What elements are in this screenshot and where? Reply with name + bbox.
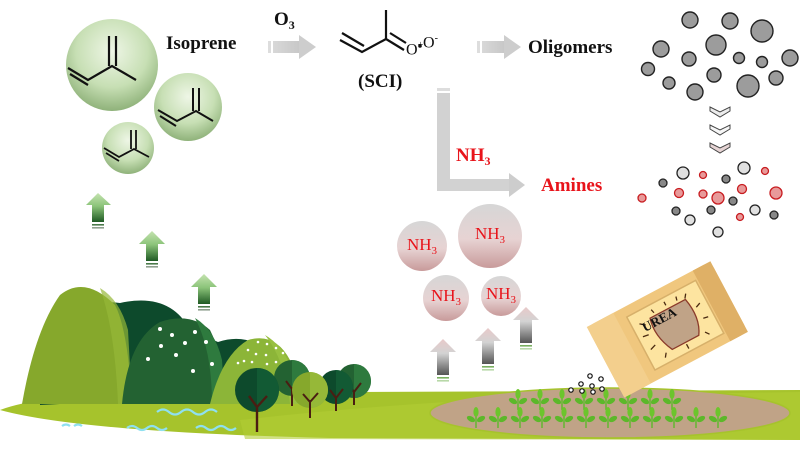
nh3-bubble-subscript: 3 bbox=[455, 296, 462, 308]
crop-plant bbox=[708, 407, 728, 428]
crop-plant bbox=[598, 407, 618, 428]
crop-plant bbox=[576, 407, 596, 428]
nh3-bubble-subscript: 3 bbox=[499, 234, 506, 246]
nh3-bubble-label-3: NH3 bbox=[422, 286, 470, 308]
isoprene-molecule-medium bbox=[154, 73, 222, 141]
sci-oxygen-negative: O bbox=[423, 34, 435, 52]
sci-minus-charge: - bbox=[434, 33, 438, 44]
nh3-subscript: 3 bbox=[484, 154, 491, 168]
ozone-label: O3 bbox=[274, 9, 295, 33]
chevron-down-icons bbox=[709, 106, 731, 154]
nh3-bubble-text: NH bbox=[406, 235, 432, 254]
arrow-isoprene-to-sci bbox=[268, 35, 316, 59]
nh3-bubble-text: NH bbox=[485, 284, 511, 303]
crop-plant bbox=[640, 389, 660, 410]
isoprene-label: Isoprene bbox=[166, 33, 237, 54]
farm-field bbox=[429, 387, 791, 439]
tree bbox=[235, 368, 279, 432]
arrow-sci-to-amines bbox=[437, 88, 525, 197]
crop-plant bbox=[686, 407, 706, 428]
crop-plant bbox=[532, 407, 552, 428]
emission-arrow-green-3 bbox=[191, 274, 217, 311]
emission-arrow-green-1 bbox=[86, 193, 111, 229]
oligomers-label: Oligomers bbox=[528, 37, 613, 58]
crop-plant bbox=[508, 389, 528, 410]
nh3-symbol: NH bbox=[456, 145, 485, 166]
crop-plant bbox=[596, 389, 616, 410]
sci-plus-charge: + bbox=[417, 40, 424, 51]
sci-label: (SCI) bbox=[358, 71, 403, 92]
crop-plant bbox=[554, 407, 574, 428]
crop-plant bbox=[662, 389, 682, 410]
emission-arrow-gray-2 bbox=[475, 328, 501, 371]
crop-plant bbox=[510, 407, 530, 428]
sci-oxygen-label: O+ bbox=[406, 40, 423, 59]
crop-plant bbox=[664, 407, 684, 428]
crop-plant bbox=[620, 407, 640, 428]
crop-plant bbox=[642, 407, 662, 428]
trees bbox=[235, 360, 371, 432]
nh3-bubble-text: NH bbox=[474, 224, 500, 243]
sci-oxygen-neg-label: O- bbox=[423, 33, 438, 52]
ozone-subscript: 3 bbox=[288, 18, 295, 32]
urea-granules bbox=[568, 373, 605, 395]
nh3-bubbles bbox=[397, 204, 522, 321]
isoprene-molecule-large bbox=[66, 19, 158, 111]
tree bbox=[319, 370, 353, 411]
crop-plant bbox=[574, 389, 594, 410]
nh3-bubble-subscript: 3 bbox=[431, 245, 438, 257]
nh3-bubble-label-4: NH3 bbox=[477, 284, 525, 306]
isoprene-molecule-small bbox=[102, 122, 154, 174]
nh3-bubble-label-2: NH3 bbox=[464, 224, 516, 246]
nh3-bubble-label-1: NH3 bbox=[398, 235, 446, 257]
ozone-symbol: O bbox=[274, 9, 289, 30]
sci-molecule bbox=[339, 10, 422, 54]
crop-plant bbox=[466, 407, 486, 428]
crop-plant bbox=[552, 389, 572, 410]
crop-plant bbox=[488, 407, 508, 428]
amine-particles bbox=[637, 161, 783, 238]
sci-oxygen-positive: O bbox=[406, 41, 418, 59]
crop-plants bbox=[466, 389, 728, 428]
nh3-reactant-label: NH3 bbox=[456, 145, 491, 169]
nh3-bubble-subscript: 3 bbox=[510, 294, 517, 306]
water-waves bbox=[61, 408, 237, 432]
nh3-bubble-text: NH bbox=[430, 286, 456, 305]
amines-label: Amines bbox=[541, 175, 603, 196]
oligomer-particles bbox=[640, 11, 799, 101]
emission-arrow-gray-1 bbox=[430, 339, 456, 382]
arrow-sci-to-oligomers bbox=[477, 35, 521, 59]
emission-arrow-gray-3 bbox=[513, 307, 539, 350]
urea-bag bbox=[586, 261, 748, 398]
emission-arrow-green-2 bbox=[139, 231, 165, 268]
tree bbox=[292, 372, 328, 418]
crop-plant bbox=[530, 389, 550, 410]
